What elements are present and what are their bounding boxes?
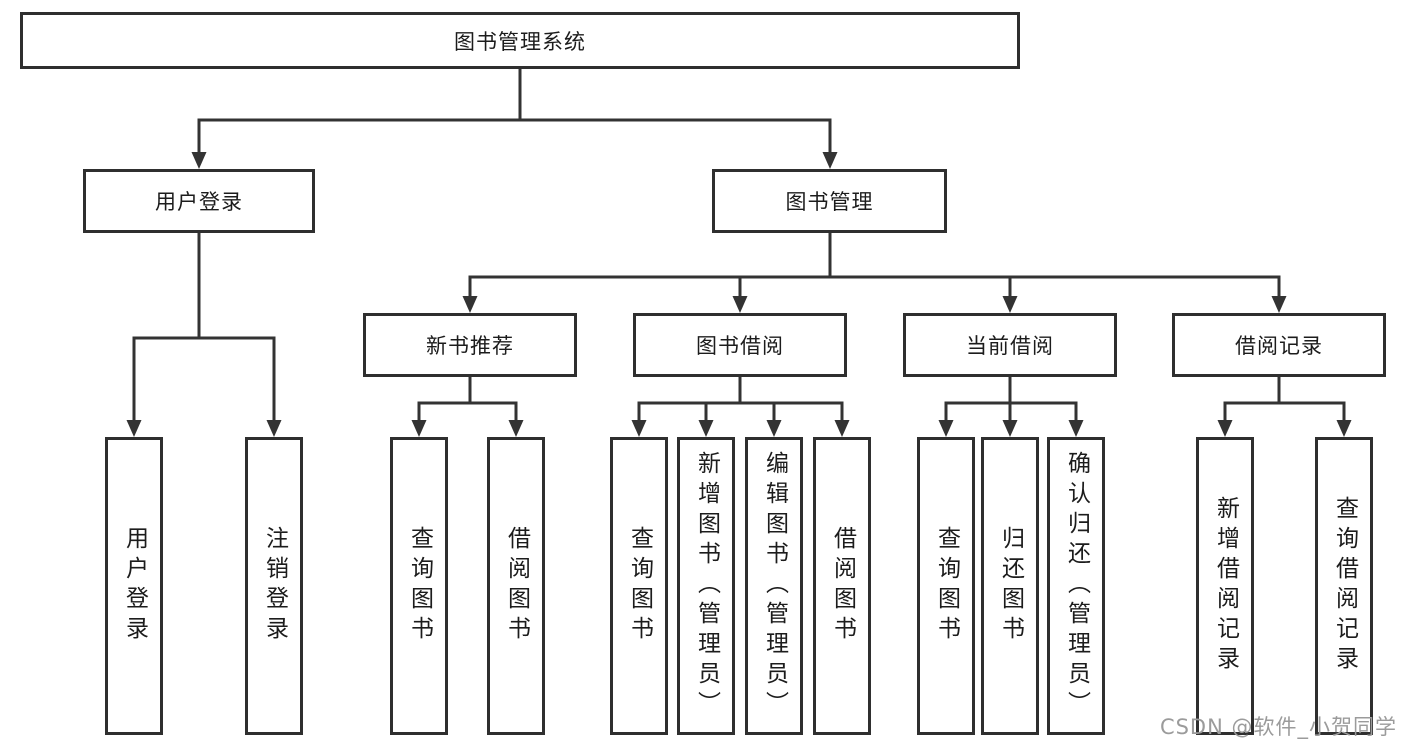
leaf-edit-book-admin: 编辑图书（管理员） bbox=[745, 437, 803, 735]
leaf-query-books-borrow: 查询图书 bbox=[610, 437, 668, 735]
node-borrow-records: 借阅记录 bbox=[1172, 313, 1386, 377]
leaf-query-books-recommend: 查询图书 bbox=[390, 437, 448, 735]
leaf-query-books-current: 查询图书 bbox=[917, 437, 975, 735]
leaf-borrow-books: 借阅图书 bbox=[813, 437, 871, 735]
leaf-return-book: 归还图书 bbox=[981, 437, 1039, 735]
leaf-user-login: 用户登录 bbox=[105, 437, 163, 735]
leaf-confirm-return-admin: 确认归还（管理员） bbox=[1047, 437, 1105, 735]
node-current-borrow: 当前借阅 bbox=[903, 313, 1117, 377]
leaf-borrow-books-recommend: 借阅图书 bbox=[487, 437, 545, 735]
watermark: CSDN @软件_小贺同学 bbox=[1159, 715, 1397, 739]
node-user-login-branch: 用户登录 bbox=[83, 169, 315, 233]
node-root: 图书管理系统 bbox=[20, 12, 1020, 69]
node-new-book-recommend: 新书推荐 bbox=[363, 313, 577, 377]
leaf-add-book-admin: 新增图书（管理员） bbox=[677, 437, 735, 735]
leaf-query-borrow-record: 查询借阅记录 bbox=[1315, 437, 1373, 735]
node-book-borrow: 图书借阅 bbox=[633, 313, 847, 377]
node-book-management-branch: 图书管理 bbox=[712, 169, 947, 233]
leaf-add-borrow-record: 新增借阅记录 bbox=[1196, 437, 1254, 735]
leaf-logout: 注销登录 bbox=[245, 437, 303, 735]
